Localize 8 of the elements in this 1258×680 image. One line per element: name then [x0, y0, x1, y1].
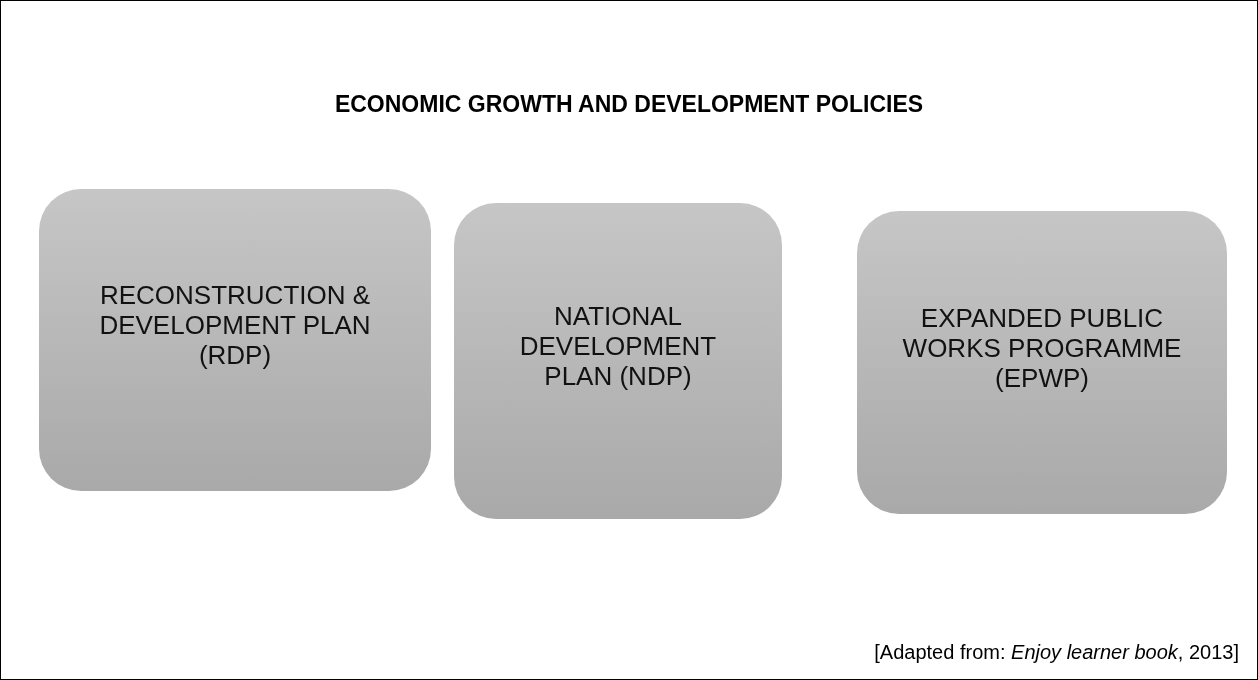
rounded-box [454, 203, 782, 519]
rounded-box [857, 211, 1227, 514]
box-label: RECONSTRUCTION & DEVELOPMENT PLAN (RDP) [98, 280, 372, 370]
box-label: NATIONAL DEVELOPMENT PLAN (NDP) [518, 301, 718, 391]
box-label: EXPANDED PUBLIC WORKS PROGRAMME (EPWP) [901, 302, 1183, 393]
rounded-box [39, 189, 431, 491]
source-caption: [Adapted from: Enjoy learner book, 2013] [874, 641, 1239, 664]
diagram-title: ECONOMIC GROWTH AND DEVELOPMENT POLICIES [333, 91, 925, 118]
